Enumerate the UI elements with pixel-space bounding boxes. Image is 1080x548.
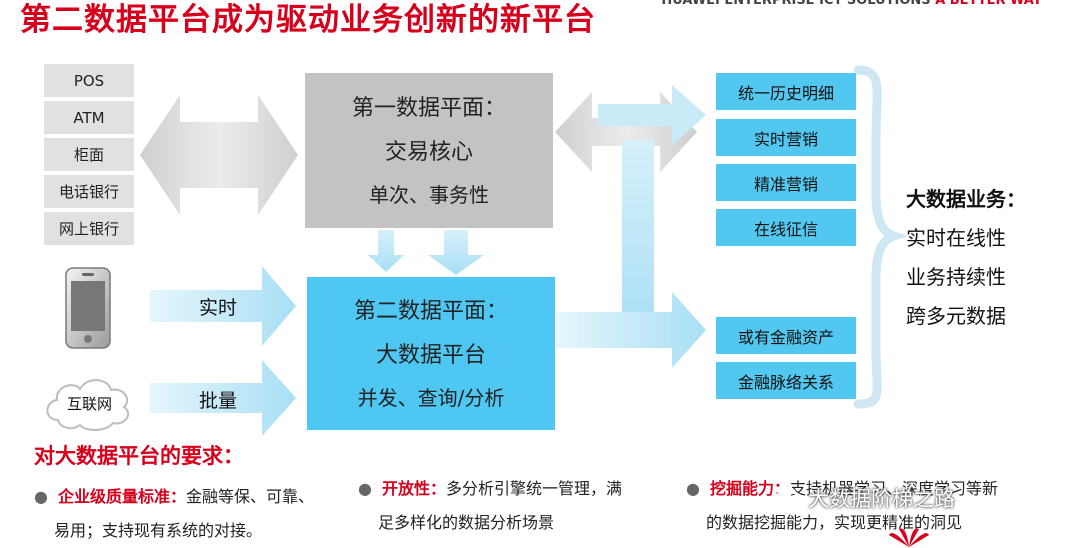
bigdata-item: 跨多元数据 [906,304,1006,328]
plane1-to-top-apps-arrow [598,85,706,145]
huawei-logo-icon [889,528,929,547]
channel-pos: POS [44,64,134,97]
bigdata-item: 业务持续性 [906,265,1006,289]
realtime-label: 实时 [199,297,238,319]
bullet-icon: ● [34,487,48,506]
channels-plane1-double-arrow [140,95,298,215]
app-precision-marketing: 精准营销 [716,164,856,201]
plane1-subtitle: 交易核心 [384,139,473,165]
watermark-text: 大数据阶梯之路 [808,487,955,511]
tagline-accent: A BETTER WAY [935,0,1042,8]
plane2-trait: 并发、查询/分析 [357,385,505,410]
plane2-title: 第二数据平面： [353,298,508,324]
requirement-text: 多分析引擎统一管理，满 [445,479,622,498]
app-realtime-marketing: 实时营销 [716,119,856,156]
bullet-icon: ● [358,479,372,498]
requirement-text: 金融等保、可靠、 [185,487,314,506]
second-data-plane: 第二数据平面： 大数据平台 并发、查询/分析 [307,277,555,430]
bullet-icon: ● [686,479,700,498]
requirement-text: 易用；支持现有系统的对接。 [54,521,263,540]
app-unified-history: 统一历史明细 [716,73,856,110]
internet-cloud-icon [46,379,130,431]
requirements-title: 对大数据平台的要求： [34,444,244,468]
app-contingent-assets: 或有金融资产 [716,317,856,354]
first-data-plane: 第一数据平面： 交易核心 单次、事务性 [305,73,553,228]
requirement-mining: ● 挖掘能力：支持机器学习、深度学习等新 的数据挖掘能力，实现更精准的洞见 [686,472,1076,540]
vertical-connector [622,140,654,340]
plane2-subtitle: 大数据平台 [375,342,486,368]
channel-phone-banking: 电话银行 [44,175,134,208]
app-online-credit: 在线征信 [716,209,856,246]
channel-atm: ATM [44,101,134,134]
mobile-phone-icon [65,267,111,349]
bigdata-business: 大数据业务： 实时在线性 业务持续性 跨多元数据 [906,180,1026,336]
channel-online-banking: 网上银行 [44,212,134,245]
batch-arrow [150,360,296,436]
requirement-keyword: 挖掘能力： [709,479,790,498]
brand-tagline: HUAWEI ENTERPRISE ICT SOLUTIONS A BETTER… [661,0,1042,8]
plane1-to-plane2-arrow-left [368,230,404,272]
tagline-text: HUAWEI ENTERPRISE ICT SOLUTIONS [661,0,931,8]
plane1-to-plane2-arrow-right [428,230,484,275]
batch-label: 批量 [199,390,238,412]
channel-counter: 柜面 [44,138,134,171]
bigdata-item: 实时在线性 [906,226,1006,250]
requirement-text: 支持机器学习、深度学习等新 [789,479,998,498]
requirement-keyword: 开放性： [381,479,446,498]
requirement-enterprise: ● 企业级质量标准：金融等保、可靠、 易用；支持现有系统的对接。 [34,480,354,548]
plane1-title: 第一数据平面： [351,95,506,121]
wechat-icon [777,487,802,506]
realtime-arrow [150,266,296,346]
requirement-text: 的数据挖掘能力，实现更精准的洞见 [706,513,963,532]
right-brace [853,65,909,409]
slide-title: 第二数据平台成为驱动业务创新的新平台 [20,2,596,38]
internet-label: 互联网 [67,395,113,413]
app-financial-network: 金融脉络关系 [716,362,856,399]
plane2-to-apps-arrow [556,292,706,368]
bigdata-heading: 大数据业务： [906,187,1026,211]
requirement-openness: ● 开放性：多分析引擎统一管理，满 足多样化的数据分析场景 [358,472,668,540]
requirement-keyword: 企业级质量标准： [57,487,186,506]
requirement-text: 足多样化的数据分析场景 [378,513,555,532]
plane1-trait: 单次、事务性 [369,182,489,207]
